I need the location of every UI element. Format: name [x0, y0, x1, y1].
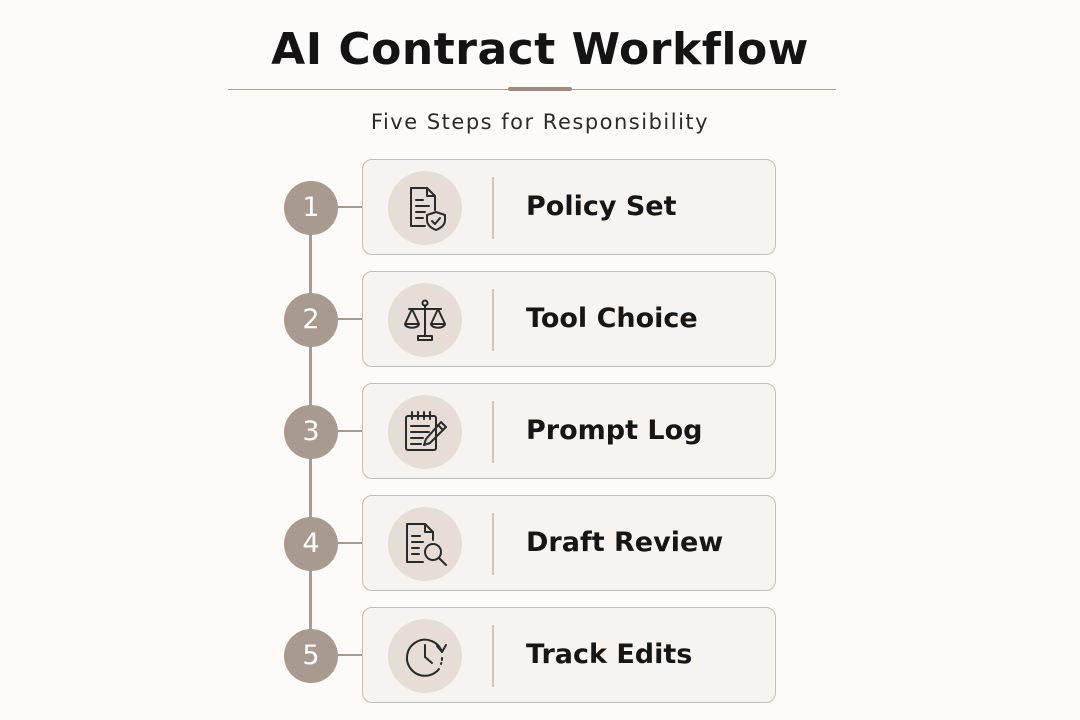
step-card-policy-set: Policy Set [362, 159, 776, 255]
clock-history-icon [388, 619, 462, 693]
step-label: Track Edits [526, 639, 693, 670]
step-number-badge: 1 [284, 181, 338, 235]
step-number-badge: 4 [284, 517, 338, 571]
step-5: 5 Track Edits [0, 607, 1080, 705]
step-card-draft-review: Draft Review [362, 495, 776, 591]
card-divider [492, 177, 494, 239]
step-card-prompt-log: Prompt Log [362, 383, 776, 479]
title-rule-accent [508, 87, 572, 91]
step-label: Tool Choice [526, 303, 698, 334]
step-1: 1 Policy Set [0, 159, 1080, 257]
step-number-badge: 2 [284, 293, 338, 347]
card-divider [492, 289, 494, 351]
step-2: 2 Tool Choice [0, 271, 1080, 369]
step-label: Prompt Log [526, 415, 703, 446]
page-subtitle: Five Steps for Responsibility [370, 110, 710, 134]
step-number-badge: 3 [284, 405, 338, 459]
page-title: AI Contract Workflow [271, 24, 809, 75]
step-4: 4 Draft Review [0, 495, 1080, 593]
card-divider [492, 401, 494, 463]
step-connector [336, 542, 362, 544]
document-shield-icon [388, 171, 462, 245]
notepad-pencil-icon [388, 395, 462, 469]
step-3: 3 Prompt Log [0, 383, 1080, 481]
document-magnifier-icon [388, 507, 462, 581]
scales-icon [388, 283, 462, 357]
step-card-track-edits: Track Edits [362, 607, 776, 703]
card-divider [492, 625, 494, 687]
step-label: Policy Set [526, 191, 677, 222]
step-connector [336, 654, 362, 656]
step-connector [336, 318, 362, 320]
step-connector [336, 430, 362, 432]
step-card-tool-choice: Tool Choice [362, 271, 776, 367]
step-number-badge: 5 [284, 629, 338, 683]
card-divider [492, 513, 494, 575]
step-connector [336, 206, 362, 208]
step-label: Draft Review [526, 527, 724, 558]
